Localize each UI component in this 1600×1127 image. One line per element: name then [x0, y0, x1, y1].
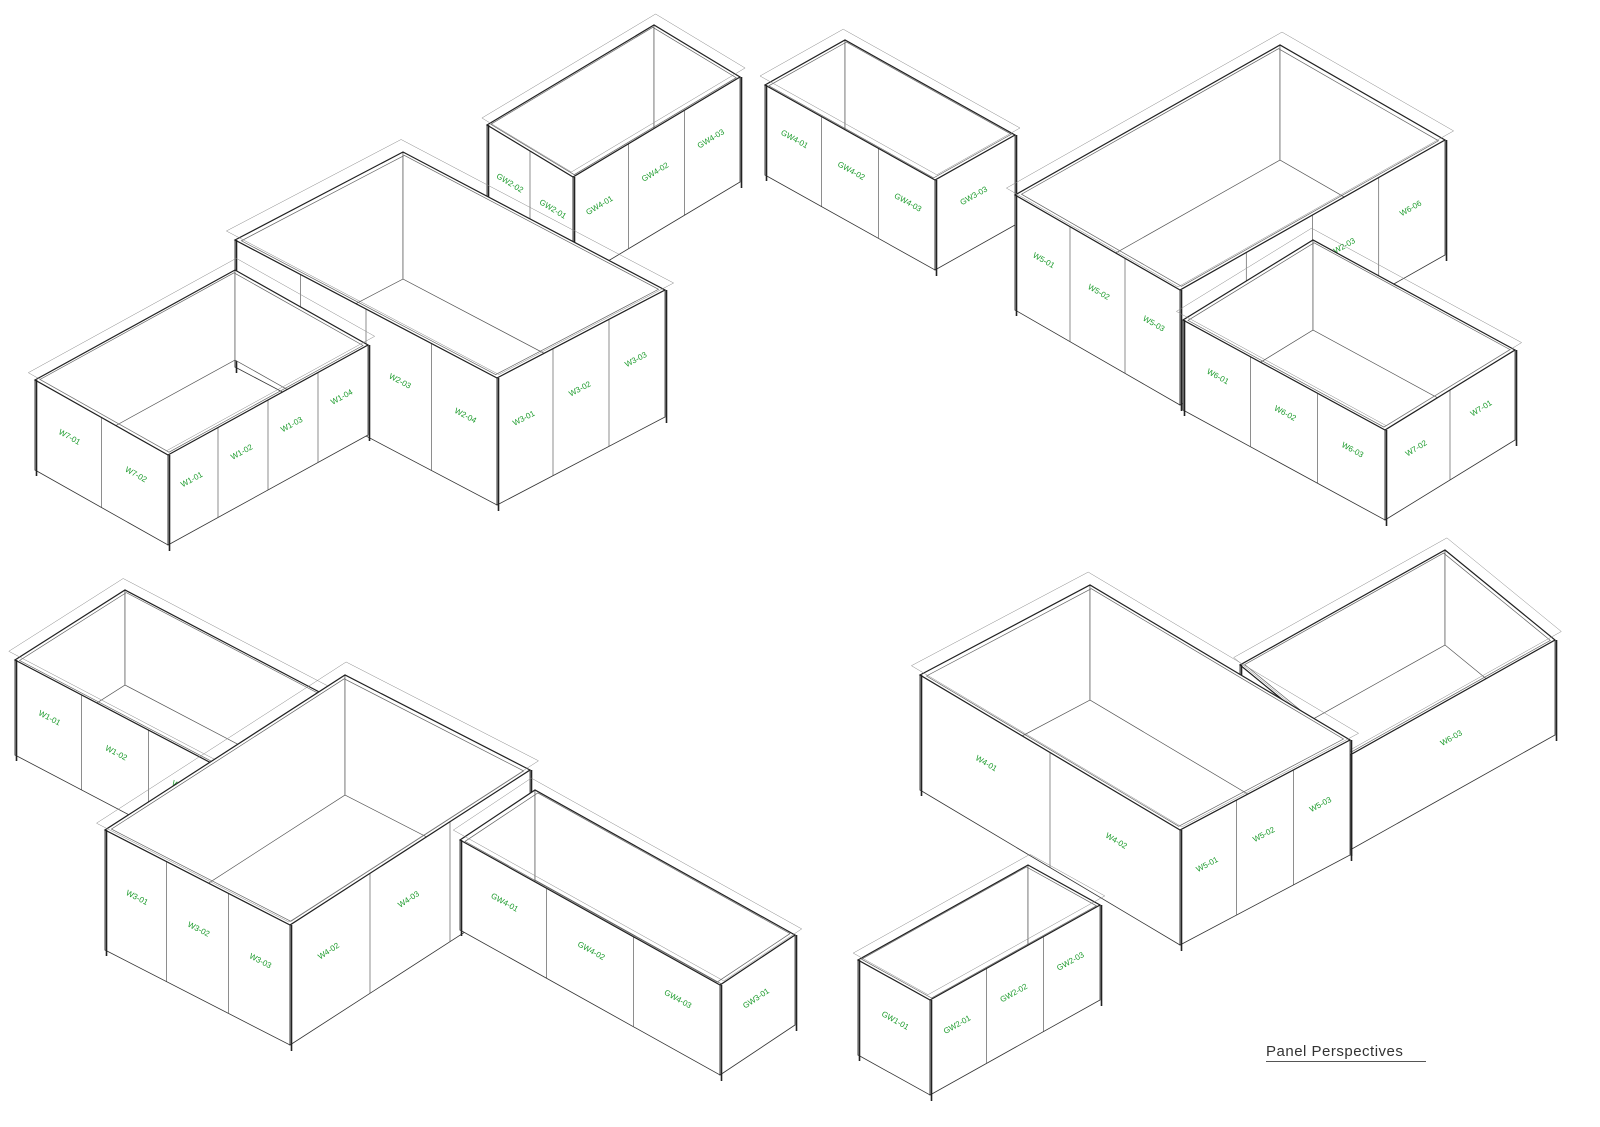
- top-rim: [918, 584, 1352, 831]
- top-rim: [1013, 44, 1447, 291]
- top-rim-inner: [1244, 552, 1551, 753]
- perspective-3: W1-01W1-02W1-03W4-01W3-01W3-02W3-03W4-02…: [8, 578, 803, 1081]
- top-rim-inner: [110, 678, 525, 922]
- top-rim: [856, 864, 1102, 1001]
- drawing-title: Panel Perspectives: [1266, 1043, 1426, 1062]
- top-rim: [763, 39, 1017, 181]
- ceiling-grid-outline: [481, 13, 746, 173]
- perspective-1: GW2-02GW2-01GW4-01GW4-02GW4-03W2-01W2-02…: [27, 13, 746, 551]
- top-rim: [103, 674, 532, 926]
- top-rim-inner: [860, 866, 1098, 999]
- ceiling-grid-outline: [225, 139, 675, 375]
- ceiling-grid-outline: [452, 777, 803, 982]
- top-rim: [458, 789, 797, 986]
- top-rim-inner: [925, 588, 1345, 827]
- top-rim: [33, 269, 370, 456]
- top-rim: [485, 24, 742, 178]
- ceiling-grid-outline: [27, 258, 376, 451]
- ceiling-grid-outline: [1175, 227, 1523, 427]
- ceiling-grid-outline: [759, 28, 1021, 176]
- ceiling-grid-outline: [1233, 537, 1562, 752]
- top-rim: [233, 151, 667, 379]
- top-rim-inner: [1020, 48, 1440, 287]
- top-rim-inner: [490, 26, 737, 176]
- ceiling-grid-outline: [96, 661, 539, 923]
- ceiling-grid-outline: [1005, 31, 1455, 288]
- top-rim-inner: [464, 792, 791, 983]
- ceiling-grid-outline: [852, 854, 1106, 995]
- ceiling-grid-outline: [910, 571, 1360, 828]
- top-rim: [1181, 239, 1517, 431]
- top-rim: [1238, 549, 1557, 756]
- perspective-4: W6-01W6-02W6-03W4-01W4-02W5-01W5-02W5-03…: [852, 537, 1562, 1101]
- top-rim-inner: [768, 41, 1013, 179]
- top-rim-inner: [240, 155, 660, 375]
